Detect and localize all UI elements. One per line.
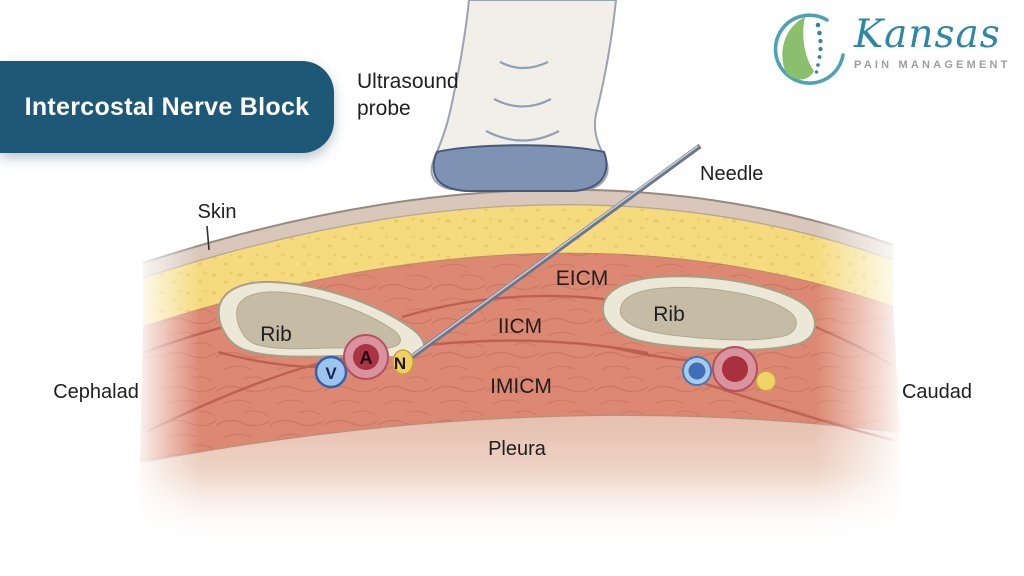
needle-label: Needle [700, 163, 763, 185]
fat-layer [143, 204, 893, 326]
title-banner: Intercostal Nerve Block [0, 61, 334, 153]
caudad-label: Caudad [902, 381, 972, 403]
nerve-right [756, 371, 776, 391]
pleura-label: Pleura [488, 438, 547, 460]
cephalad-label: Cephalad [53, 381, 139, 403]
rib-left-label: Rib [260, 323, 292, 346]
needle [407, 143, 702, 362]
logo-subtitle: PAIN MANAGEMENT [854, 58, 1011, 71]
vein-letter: V [325, 364, 337, 383]
artery-left-core [353, 344, 379, 370]
artery-letter: A [360, 348, 373, 368]
imicm-label: IMICM [490, 375, 552, 398]
bottom-fade [0, 468, 1024, 576]
probe-label-line1: Ultrasound [357, 70, 459, 93]
nerve-letter: N [394, 354, 406, 373]
brand-logo: Kansas PAIN MANAGEMENT [766, 4, 1018, 96]
page-title: Intercostal Nerve Block [24, 92, 310, 121]
rib-right-label: Rib [653, 303, 685, 326]
skin-label: Skin [198, 201, 237, 223]
iicm-label: IICM [498, 315, 542, 338]
rib-right [602, 275, 816, 351]
artery-right-core [722, 356, 748, 382]
probe-body [430, 0, 618, 190]
logo-brand-name: Kansas [854, 12, 1001, 57]
nerve-left [392, 349, 414, 375]
ultrasound-probe [430, 0, 618, 192]
vessels-right [682, 346, 776, 392]
vein-right-core [688, 362, 706, 380]
probe-tip [432, 144, 608, 192]
skin-pointer-line [206, 225, 210, 251]
vessels-left [314, 334, 389, 389]
logo-text: Kansas PAIN MANAGEMENT [854, 12, 1014, 71]
eicm-label: EICM [556, 267, 609, 290]
probe-grip-lines [485, 61, 560, 142]
logo-leaf-spine-icon [773, 13, 845, 85]
vein-left [314, 355, 348, 389]
probe-label-line2: probe [357, 97, 411, 120]
